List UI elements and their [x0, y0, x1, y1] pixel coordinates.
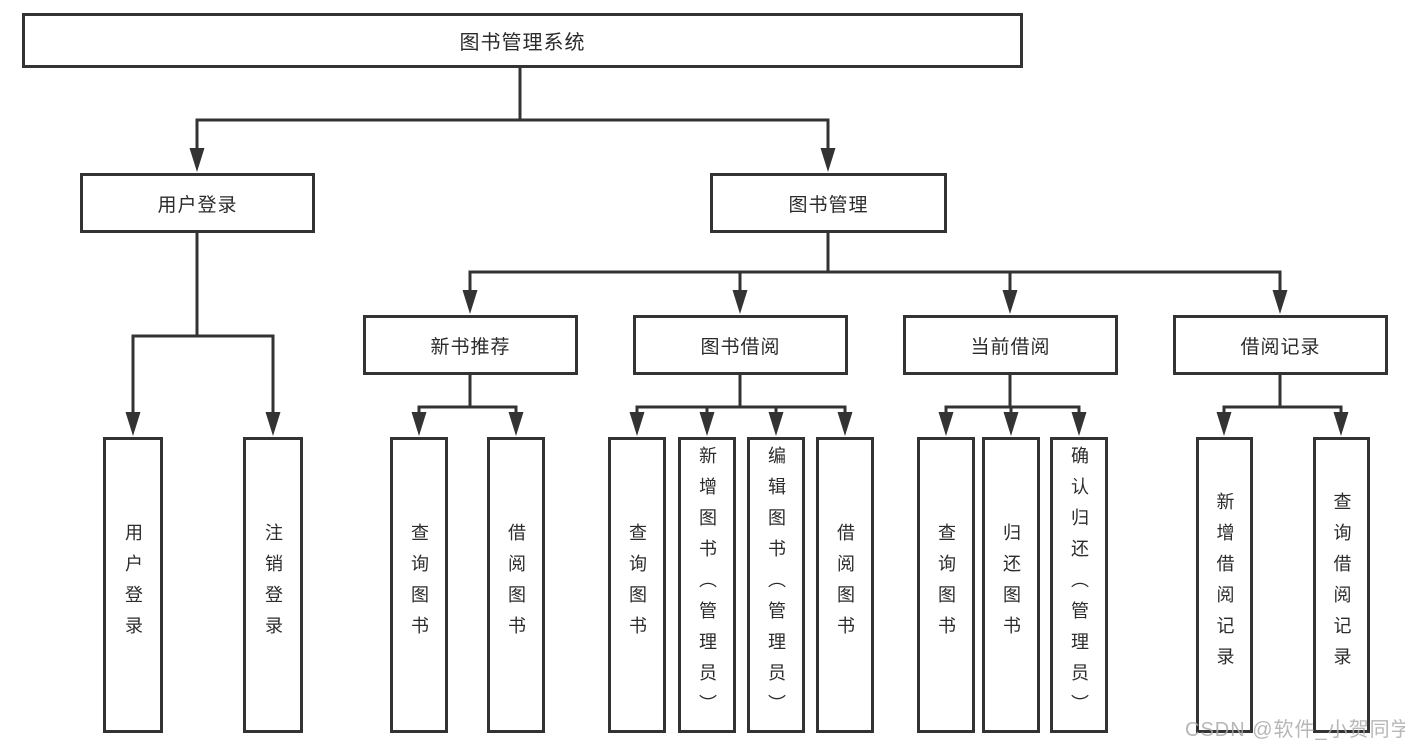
leaf-borrow-books-borrow-label: 借阅图书: [835, 523, 855, 647]
arrowhead: [265, 412, 281, 436]
arrowhead: [837, 412, 853, 436]
arrowhead: [125, 412, 141, 436]
leaf-return-books-label: 归还图书: [1001, 523, 1021, 647]
csdn-watermark: CSDN @软件_小贺同学: [1185, 719, 1405, 741]
leaf-add-book-admin-label: 新增图书（管理员）: [697, 445, 717, 725]
tree-edges: [131, 68, 1343, 414]
leaf-add-book-admin: 新增图书（管理员）: [678, 437, 736, 733]
leaf-edit-book-admin: 编辑图书（管理员）: [747, 437, 805, 733]
leaf-user-login-label: 用户登录: [123, 523, 143, 647]
arrowhead: [1272, 290, 1288, 314]
arrowhead: [411, 412, 427, 436]
arrowhead: [462, 290, 478, 314]
arrowhead: [699, 412, 715, 436]
leaf-query-books-newbooks-label: 查询图书: [409, 523, 429, 647]
leaf-user-login: 用户登录: [103, 437, 163, 733]
node-book-borrow-label: 图书借阅: [700, 336, 781, 358]
leaf-add-borrow-record: 新增借阅记录: [1196, 437, 1253, 733]
arrowhead: [508, 412, 524, 436]
arrowhead: [1216, 412, 1232, 436]
leaf-query-borrow-record-label: 查询借阅记录: [1331, 492, 1352, 678]
leaf-query-books-borrow: 查询图书: [608, 437, 666, 733]
node-book-management: 图书管理: [710, 173, 947, 233]
leaf-query-borrow-record: 查询借阅记录: [1313, 437, 1370, 733]
node-root-label: 图书管理系统: [459, 32, 586, 54]
leaf-logout: 注销登录: [243, 437, 303, 733]
arrowhead: [732, 290, 748, 314]
node-new-book-recommend: 新书推荐: [363, 315, 578, 375]
leaf-confirm-return-admin: 确认归还（管理员）: [1050, 437, 1108, 733]
leaf-logout-label: 注销登录: [263, 523, 283, 647]
node-user-login: 用户登录: [80, 173, 315, 233]
node-current-borrow-label: 当前借阅: [970, 336, 1051, 358]
node-new-book-recommend-label: 新书推荐: [430, 336, 511, 358]
node-current-borrow: 当前借阅: [903, 315, 1118, 375]
node-borrow-records: 借阅记录: [1173, 315, 1388, 375]
arrowhead: [629, 412, 645, 436]
leaf-query-books-newbooks: 查询图书: [390, 437, 448, 733]
arrowhead: [820, 148, 836, 172]
leaf-borrow-books-newbooks-label: 借阅图书: [506, 523, 526, 647]
leaf-query-books-current-label: 查询图书: [936, 523, 956, 647]
arrowhead: [189, 148, 205, 172]
node-borrow-records-label: 借阅记录: [1240, 336, 1321, 358]
arrowheads: [125, 148, 1349, 436]
leaf-query-books-current: 查询图书: [917, 437, 975, 733]
node-user-login-label: 用户登录: [157, 194, 238, 216]
leaf-edit-book-admin-label: 编辑图书（管理员）: [766, 445, 786, 725]
node-book-borrow: 图书借阅: [633, 315, 848, 375]
node-book-management-label: 图书管理: [788, 194, 869, 216]
arrowhead: [1333, 412, 1349, 436]
leaf-query-books-borrow-label: 查询图书: [627, 523, 647, 647]
leaf-add-borrow-record-label: 新增借阅记录: [1214, 492, 1235, 678]
arrowhead: [1003, 412, 1019, 436]
arrowhead: [768, 412, 784, 436]
leaf-borrow-books-borrow: 借阅图书: [816, 437, 874, 733]
arrowhead: [938, 412, 954, 436]
leaf-borrow-books-newbooks: 借阅图书: [487, 437, 545, 733]
arrowhead: [1002, 290, 1018, 314]
node-root: 图书管理系统: [22, 13, 1023, 68]
leaf-return-books: 归还图书: [982, 437, 1040, 733]
arrowhead: [1071, 412, 1087, 436]
leaf-confirm-return-admin-label: 确认归还（管理员）: [1069, 445, 1089, 725]
